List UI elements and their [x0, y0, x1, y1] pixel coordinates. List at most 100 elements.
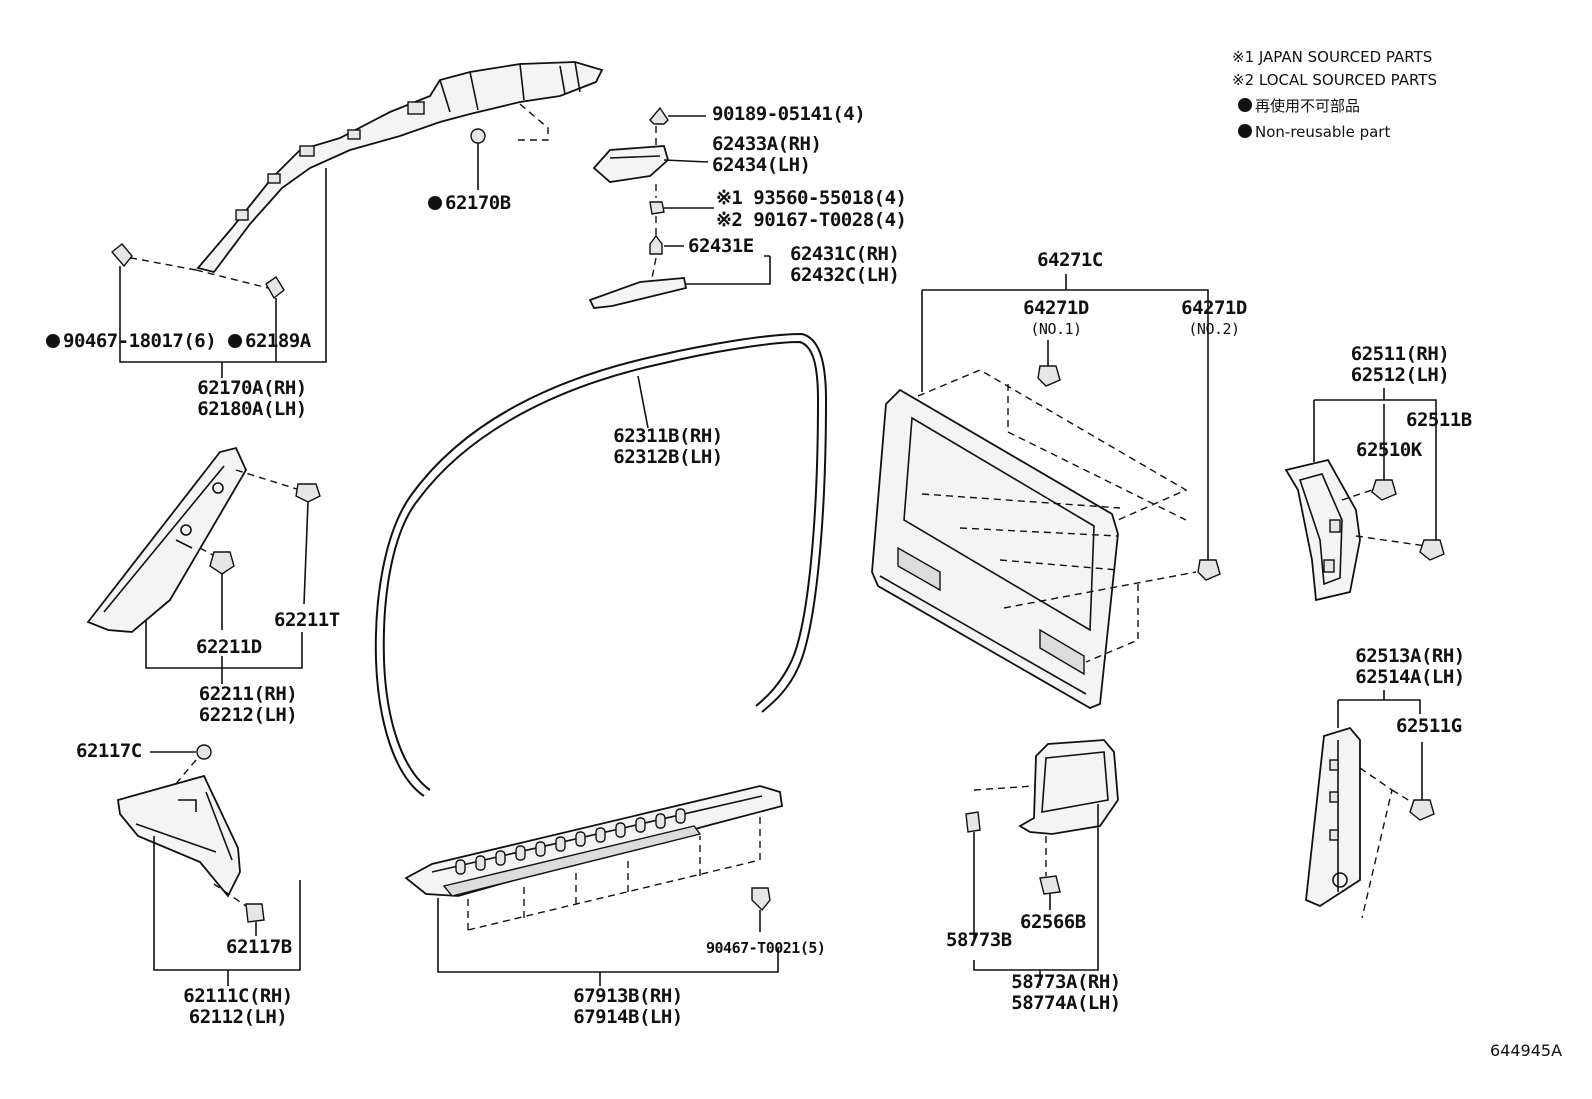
legend-non-reusable-jp-text: 再使用不可部品 — [1255, 97, 1361, 115]
non-reusable-dot-icon — [46, 334, 60, 348]
part-62211t: 62211T — [274, 609, 340, 631]
clip-62189a — [265, 276, 285, 300]
roof-rail-trim — [125, 61, 604, 290]
part-90189: 90189-05141(4) — [712, 103, 866, 125]
clip-62566b — [1039, 875, 1061, 910]
part-62170b: 62170B — [428, 193, 511, 214]
part-62180a-lh: 62180A(LH) — [197, 398, 307, 420]
clip-62431e — [649, 234, 684, 255]
part-67914b-lh: 67914B(LH) — [573, 1006, 683, 1028]
part-64271d-no1: 64271D(NO.1) — [1023, 298, 1089, 340]
clip-90467-t0021 — [751, 887, 771, 932]
part-62111c-rh: 62111C(RH) — [183, 985, 293, 1007]
part-62311b: 62311B(RH)62312B(LH) — [613, 425, 723, 468]
screw-93560 — [649, 201, 714, 215]
part-90467-18017-text: 90467-18017(6) — [63, 330, 217, 352]
garnish-62431c — [588, 277, 688, 309]
part-62170b-text: 62170B — [445, 192, 511, 214]
part-62513a: 62513A(RH)62514A(LH) — [1355, 645, 1465, 688]
legend-non-reusable-en: Non-reusable part — [1238, 121, 1390, 143]
part-62433a-rh: 62433A(RH) — [712, 133, 822, 155]
part-62212-lh: 62212(LH) — [198, 704, 298, 726]
part-64271c: 64271C — [1037, 249, 1103, 271]
clip-62211d — [209, 551, 235, 630]
part-62112-lh: 62112(LH) — [188, 1006, 288, 1028]
legend-non-reusable-en-text: Non-reusable part — [1255, 123, 1391, 141]
part-62211-rh: 62211(RH) — [198, 683, 298, 705]
part-62211: 62211(RH)62212(LH) — [198, 683, 298, 726]
clip-62117c — [150, 744, 212, 760]
non-reusable-dot-icon — [1238, 124, 1252, 138]
part-67913b-rh: 67913B(RH) — [573, 985, 683, 1007]
part-64271d-no1-code: 64271D — [1023, 297, 1089, 319]
front-pillar-garnish — [86, 446, 301, 633]
diagram-id: 644945A — [1490, 1041, 1563, 1060]
part-62117b: 62117B — [226, 936, 292, 958]
clip-62211t — [295, 483, 321, 605]
part-62111c: 62111C(RH)62112(LH) — [183, 985, 293, 1028]
part-93560: ※1 93560-55018(4) — [716, 187, 907, 209]
part-64271d-no2-code: 64271D — [1181, 297, 1247, 319]
part-58774a-lh: 58774A(LH) — [1011, 992, 1121, 1014]
part-62312b-lh: 62312B(LH) — [613, 446, 723, 468]
non-reusable-dot-icon — [1238, 98, 1252, 112]
part-64271d-no2-sub: (NO.2) — [1188, 320, 1240, 338]
part-62431c-rh: 62431C(RH) — [790, 243, 900, 265]
part-67913b: 67913B(RH)67914B(LH) — [573, 985, 683, 1028]
part-62189a: 62189A — [228, 331, 311, 352]
part-62512-lh: 62512(LH) — [1350, 364, 1450, 386]
scuff-plate-slots — [455, 808, 686, 875]
part-62211d: 62211D — [196, 636, 262, 658]
legend-non-reusable-jp: 再使用不可部品 — [1238, 95, 1360, 117]
part-62431c: 62431C(RH)62432C(LH) — [790, 243, 900, 286]
non-reusable-dot-icon — [228, 334, 242, 348]
lower-back-pillar-garnish — [1305, 726, 1361, 908]
clip-62511b — [1419, 539, 1445, 561]
part-58773b: 58773B — [946, 929, 1012, 951]
part-58773a: 58773A(RH)58774A(LH) — [1011, 971, 1121, 1014]
part-90467-18017: 90467-18017(6) — [46, 330, 217, 352]
deck-side-trim — [1018, 739, 1119, 835]
part-62513a-rh: 62513A(RH) — [1355, 645, 1465, 667]
legend-japan-sourced: ※1 JAPAN SOURCED PARTS — [1232, 48, 1433, 66]
legend-local-sourced: ※2 LOCAL SOURCED PARTS — [1232, 71, 1437, 89]
part-58773a-rh: 58773A(RH) — [1011, 971, 1121, 993]
part-62566b: 62566B — [1020, 911, 1086, 933]
part-64271d-no2: 64271D(NO.2) — [1181, 298, 1247, 340]
non-reusable-dot-icon — [428, 196, 442, 210]
kick-panel — [116, 759, 247, 907]
clip-62510k — [1371, 404, 1397, 501]
part-62433a: 62433A(RH)62434(LH) — [712, 133, 822, 176]
clip-62170b — [470, 128, 486, 190]
scuff-plate — [404, 785, 784, 897]
door-weatherstrip — [374, 332, 828, 797]
part-62511: 62511(RH)62512(LH) — [1350, 343, 1450, 386]
part-62514a-lh: 62514A(LH) — [1355, 666, 1465, 688]
part-62511b: 62511B — [1406, 409, 1472, 431]
part-62431e: 62431E — [688, 235, 754, 257]
clip-58773b — [965, 811, 981, 938]
garnish-62433a — [592, 145, 709, 183]
part-62510k: 62510K — [1356, 439, 1422, 461]
clip-62117b — [245, 903, 265, 936]
part-62117c: 62117C — [76, 740, 142, 762]
upper-back-pillar-garnish — [1284, 458, 1361, 602]
back-panel-trim — [871, 388, 1119, 709]
part-62170a: 62170A(RH)62180A(LH) — [197, 377, 307, 420]
part-62311b-rh: 62311B(RH) — [613, 425, 723, 447]
part-62511-rh: 62511(RH) — [1350, 343, 1450, 365]
part-62511g: 62511G — [1396, 715, 1462, 737]
part-90167: ※2 90167-T0028(4) — [716, 209, 907, 231]
clip-64271d-no1 — [1037, 340, 1061, 387]
clip-62511g — [1409, 742, 1435, 821]
part-62189a-text: 62189A — [245, 330, 311, 352]
part-62432c-lh: 62432C(LH) — [790, 264, 900, 286]
clip-90467-18017 — [110, 243, 133, 268]
part-62170a-rh: 62170A(RH) — [197, 377, 307, 399]
clip-90189 — [649, 106, 706, 125]
part-64271d-no1-sub: (NO.1) — [1030, 320, 1082, 338]
part-90467-t0021: 90467-T0021(5) — [706, 939, 826, 957]
clip-64271d-no2 — [1197, 559, 1221, 581]
